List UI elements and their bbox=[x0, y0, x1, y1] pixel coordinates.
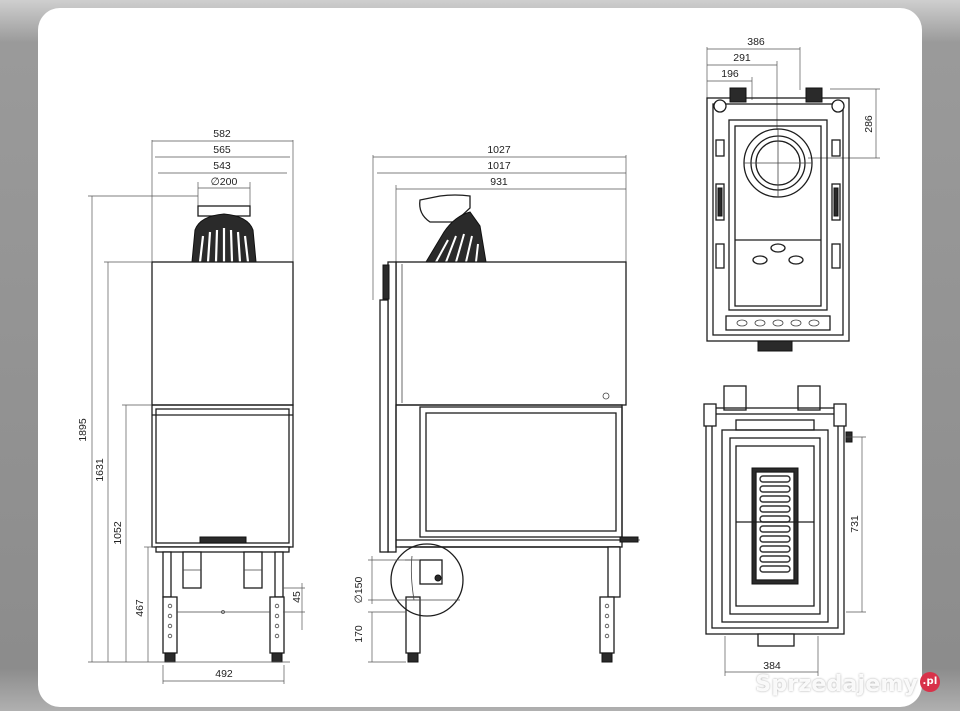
front-firebox bbox=[151, 404, 294, 548]
front-upper-body bbox=[151, 261, 294, 406]
side-upper-body bbox=[395, 261, 627, 406]
section-width-384: 384 bbox=[763, 660, 781, 672]
top-view: 386 291 196 286 bbox=[706, 36, 880, 352]
front-base-width-492: 492 bbox=[215, 668, 233, 680]
front-width-582: 582 bbox=[213, 128, 231, 140]
watermark-text: Sprzedajemy bbox=[755, 672, 918, 697]
front-flue-diameter: ∅200 bbox=[211, 176, 238, 188]
front-leg-gap-45: 45 bbox=[291, 591, 303, 603]
front-width-543: 543 bbox=[213, 160, 231, 172]
side-firebox bbox=[395, 404, 623, 548]
top-flue-ring bbox=[743, 128, 813, 198]
front-height-1631: 1631 bbox=[94, 458, 106, 482]
front-width-565: 565 bbox=[213, 144, 231, 156]
side-air-inlet bbox=[390, 543, 464, 617]
front-height-1052: 1052 bbox=[112, 521, 124, 545]
side-inlet-diameter: ∅150 bbox=[353, 577, 365, 604]
top-depth-286: 286 bbox=[863, 115, 875, 133]
side-view: 1027 1017 931 bbox=[353, 144, 640, 663]
watermark-badge: .pl bbox=[920, 672, 940, 692]
side-flue-elbow bbox=[419, 194, 487, 263]
front-view: 582 565 543 ∅200 bbox=[77, 128, 305, 684]
section-grate bbox=[736, 467, 814, 585]
top-width-291: 291 bbox=[733, 52, 751, 64]
section-view: 731 384 bbox=[703, 385, 866, 676]
section-height-731: 731 bbox=[849, 515, 861, 533]
front-height-467: 467 bbox=[134, 599, 146, 617]
front-height-1895: 1895 bbox=[77, 418, 89, 442]
top-width-196: 196 bbox=[721, 68, 739, 80]
front-legs bbox=[162, 551, 285, 663]
sprzedajemy-watermark: Sprzedajemy.pl bbox=[755, 672, 940, 697]
side-width-1017: 1017 bbox=[487, 160, 511, 172]
top-width-386: 386 bbox=[747, 36, 765, 48]
side-inlet-height-170: 170 bbox=[353, 625, 365, 643]
front-flue-collar bbox=[191, 205, 257, 263]
side-width-1027: 1027 bbox=[487, 144, 511, 156]
side-width-931: 931 bbox=[490, 176, 508, 188]
